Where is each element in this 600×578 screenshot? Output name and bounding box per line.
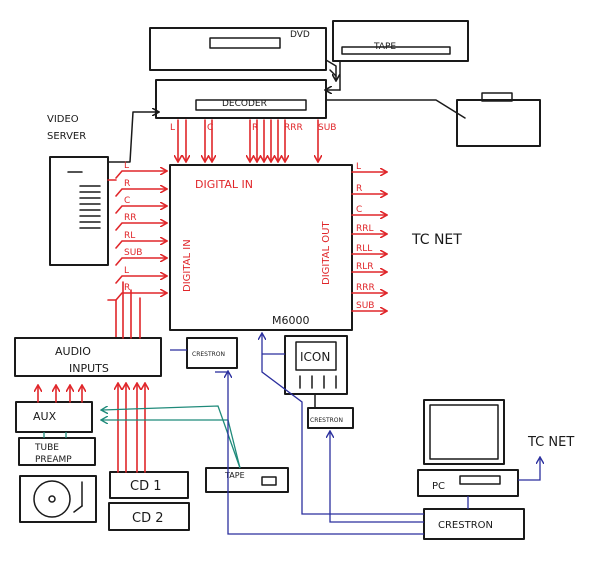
crestron-main-label: CRESTRON — [438, 520, 493, 531]
tc-net-main-label: TC NET — [411, 232, 462, 248]
tc-net-pc-label: TC NET — [527, 435, 574, 450]
audio-inputs-label-1: AUDIO — [55, 345, 91, 358]
cd1-label: CD 1 — [130, 479, 162, 494]
audio-inputs-label-2: INPUTS — [69, 362, 109, 375]
digital-in-title: DIGITAL IN — [195, 178, 253, 191]
digital-in-side-arrow-3 — [115, 223, 166, 231]
dvd-label: DVD — [290, 30, 310, 40]
digital-in-side-label-0: L — [124, 161, 129, 171]
decoder-output-label-3: RRR — [284, 123, 303, 133]
digital-in-side-arrow-6 — [115, 276, 166, 284]
tape-deck-top: TAPE — [332, 20, 469, 62]
digital-in-side-arrow-4 — [115, 241, 166, 249]
digital-out-label-7: SUB — [356, 301, 374, 311]
crestron-small-label: CRESTRON — [192, 351, 225, 358]
digital-out-label-6: RRR — [356, 283, 375, 293]
tape-bottom-label: TAPE — [224, 471, 245, 480]
digital-in-side-arrow-2 — [115, 206, 166, 214]
turntable — [19, 475, 97, 523]
cd2-label: CD 2 — [132, 511, 164, 526]
digital-in-side-arrow-7 — [115, 293, 166, 301]
tube-preamp: TUBE PREAMP — [18, 437, 96, 466]
digital-out-title: DIGITAL OUT — [321, 221, 332, 285]
digital-in-side-arrow-0 — [115, 171, 166, 179]
pc-unit: PC — [417, 469, 519, 497]
m6000-processor: M6000 — [169, 164, 353, 331]
cd-player-1: CD 1 — [109, 471, 189, 499]
tape-deck-bottom: TAPE — [205, 467, 289, 493]
pc-label: PC — [432, 481, 445, 492]
pc-monitor — [423, 399, 505, 465]
tape-top-label: TAPE — [373, 42, 396, 52]
decoder-output-label-4: SUB — [318, 123, 336, 133]
video-server — [49, 156, 109, 266]
digital-in-side-bus — [107, 179, 117, 339]
aux-label: AUX — [33, 410, 57, 423]
digital-out-label-3: RRL — [356, 224, 374, 234]
decoder: DECODER — [155, 79, 327, 119]
aux-unit: AUX — [15, 401, 93, 433]
tube-preamp-label-1: TUBE — [34, 443, 59, 453]
digital-in-side-title: DIGITAL IN — [182, 239, 193, 292]
digital-out-label-0: L — [356, 162, 361, 172]
icon-controller: ICON CRESTRON — [284, 335, 354, 429]
audio-inputs: AUDIO INPUTS — [14, 337, 162, 377]
video-server-label-2: SERVER — [47, 131, 86, 142]
digital-out-label-2: C — [356, 205, 362, 215]
decoder-label: DECODER — [222, 99, 267, 109]
display-monitor — [456, 92, 541, 147]
digital-out-outputs: L R C RRL RLL RLR RRR SUB — [351, 162, 386, 311]
digital-out-label-4: RLL — [356, 244, 372, 254]
digital-out-label-5: RLR — [356, 262, 374, 272]
video-server-label-1: VIDEO — [47, 114, 79, 125]
dvd-player: DVD — [149, 27, 327, 71]
digital-in-side-label-4: RL — [124, 231, 135, 241]
digital-in-side-label-7: R — [124, 283, 130, 293]
crestron-main: CRESTRON — [423, 508, 525, 540]
icon-label: ICON — [300, 350, 330, 364]
digital-in-side-label-2: C — [124, 196, 130, 206]
digital-in-side-label-5: SUB — [124, 248, 142, 258]
m6000-label: M6000 — [272, 314, 310, 327]
digital-in-side-label-3: RR — [124, 213, 137, 223]
digital-in-side-label-6: L — [124, 266, 129, 276]
decoder-output-label-0: L — [170, 123, 175, 133]
tube-preamp-label-2: PREAMP — [35, 455, 72, 465]
decoder-output-label-1: C — [207, 123, 213, 133]
digital-in-side-arrow-5 — [115, 258, 166, 266]
digital-out-label-1: R — [356, 184, 362, 194]
cd-player-2: CD 2 — [108, 502, 190, 531]
decoder-output-label-2: R — [252, 123, 258, 133]
crestron-small: CRESTRON — [186, 337, 238, 369]
digital-in-side-label-1: R — [124, 179, 130, 189]
crestron-icon-label: CRESTRON — [310, 417, 343, 424]
digital-in-side-arrow-1 — [115, 189, 166, 197]
